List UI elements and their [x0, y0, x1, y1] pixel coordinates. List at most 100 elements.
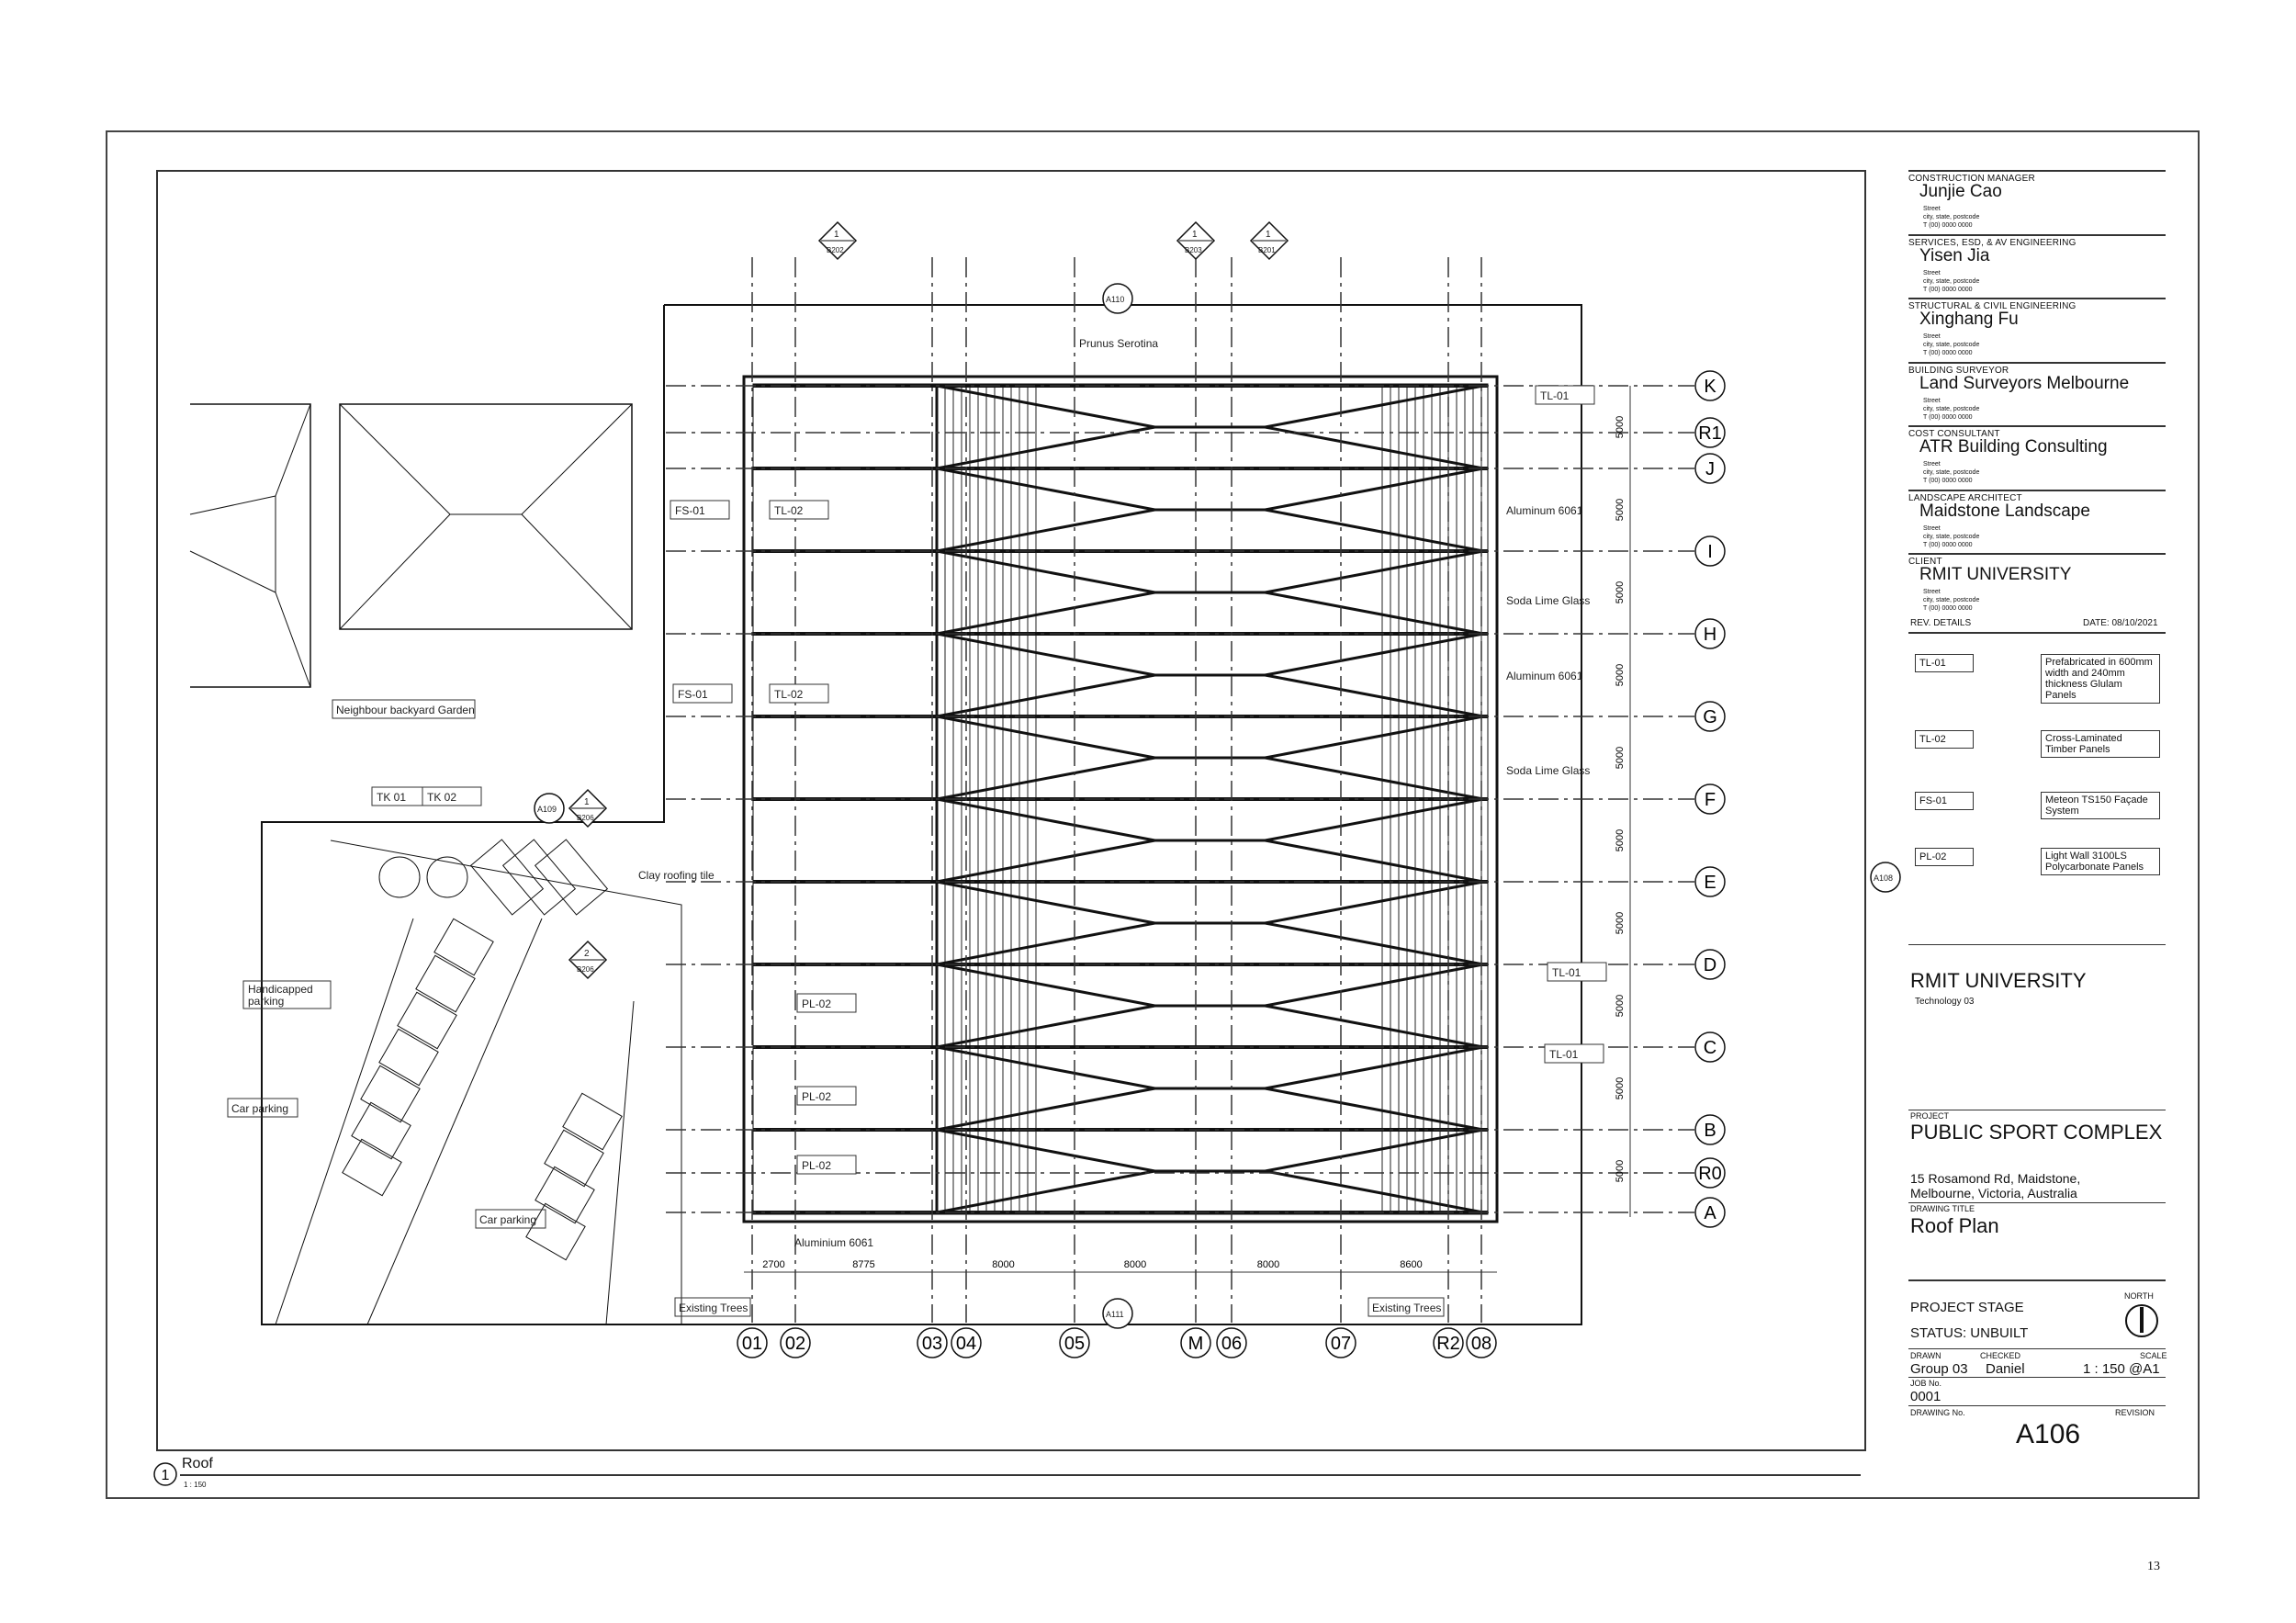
grid-bubble-row-F: F: [1694, 783, 1726, 815]
grid-bubble-col-01: 01: [737, 1327, 768, 1358]
grid-bubble-row-E: E: [1694, 866, 1726, 897]
svg-text:B203: B203: [1185, 246, 1202, 254]
consultant-phone: T (00) 0000 0000: [1923, 478, 1973, 484]
label-trees1: Existing Trees: [679, 1302, 748, 1314]
grid-row-label: D: [1704, 955, 1716, 975]
grid-bubble-row-A: A: [1694, 1197, 1726, 1228]
label-handicapped-1: Handicapped: [248, 983, 313, 996]
consultant-role: CLIENT: [1908, 553, 2166, 567]
svg-text:A111: A111: [1106, 1310, 1124, 1319]
grid-row-label: I: [1707, 542, 1713, 562]
view-number: 1: [162, 1468, 170, 1483]
consultant-role: LANDSCAPE ARCHITECT: [1908, 489, 2166, 503]
north-arrow-icon: [2125, 1304, 2158, 1337]
legend-code: TL-01: [1915, 654, 1974, 672]
consultant-phone: T (00) 0000 0000: [1923, 605, 1973, 612]
legend-desc: Cross-Laminated Timber Panels: [2041, 730, 2160, 758]
drawing-number: A106: [2016, 1419, 2081, 1449]
grid-bubble-row-D: D: [1694, 949, 1726, 980]
svg-text:TL-01: TL-01: [1549, 1048, 1579, 1061]
rev-label: REV. DETAILS: [1910, 618, 1972, 628]
consultant-street: Street: [1923, 589, 1941, 595]
legend-code: TL-02: [1915, 730, 1974, 749]
grid-row-label: A: [1704, 1203, 1716, 1223]
col-dimension: 8000: [992, 1259, 1014, 1270]
row-dimension: 5000: [1615, 995, 1626, 1017]
consultant-street: Street: [1923, 397, 1941, 404]
north-label: NORTH: [2124, 1291, 2154, 1301]
grid-bubble-col-06: 06: [1216, 1327, 1247, 1358]
consultant-city: city, state, postcode: [1923, 533, 1980, 540]
drawing-title: Roof Plan: [1910, 1214, 1999, 1237]
consultant-name: RMIT UNIVERSITY: [1919, 565, 2072, 584]
grid-bubble-row-R0: R0: [1694, 1157, 1726, 1189]
job-label: JOB No.: [1910, 1379, 1942, 1388]
drawn-label: DRAWN: [1910, 1351, 1941, 1360]
svg-text:FS-01: FS-01: [675, 504, 705, 517]
consultant-role: COST CONSULTANT: [1908, 425, 2166, 439]
grid-bubble-col-M: M: [1180, 1327, 1211, 1358]
svg-text:A109: A109: [537, 805, 557, 814]
page-number: 13: [2147, 1560, 2160, 1573]
consultant-street: Street: [1923, 461, 1941, 468]
stage-status: STATUS: UNBUILT: [1910, 1325, 2029, 1341]
scale-label: SCALE: [2140, 1351, 2167, 1360]
grid-bubble-col-03: 03: [917, 1327, 948, 1358]
svg-text:A108: A108: [1874, 873, 1893, 883]
grid-col-label: 01: [742, 1334, 762, 1354]
label-trees2: Existing Trees: [1372, 1302, 1441, 1314]
project-address-2: Melbourne, Victoria, Australia: [1910, 1186, 2077, 1200]
checked-label: CHECKED: [1980, 1351, 2021, 1360]
project-address-1: 15 Rosamond Rd, Maidstone,: [1910, 1171, 2081, 1186]
label-handicapped-2: parking: [248, 995, 284, 1008]
row-dimension: 5000: [1615, 416, 1626, 438]
consultant-phone: T (00) 0000 0000: [1923, 222, 1973, 229]
col-dimension: 8000: [1124, 1259, 1146, 1270]
legend-code: FS-01: [1915, 792, 1974, 810]
grid-row-label: E: [1704, 873, 1716, 893]
grid-row-label: R1: [1698, 423, 1722, 444]
consultant-street: Street: [1923, 524, 1941, 532]
consultant-city: city, state, postcode: [1923, 342, 1980, 348]
grid-row-label: B: [1704, 1121, 1716, 1141]
svg-text:B202: B202: [827, 246, 844, 254]
consultant-name: Land Surveyors Melbourne: [1919, 373, 2130, 393]
col-dimension: 8000: [1257, 1259, 1279, 1270]
svg-text:TL-02: TL-02: [774, 504, 804, 517]
svg-text:TK 02: TK 02: [427, 791, 456, 804]
revision-label: REVISION: [2115, 1408, 2155, 1417]
view-title: Roof: [182, 1456, 213, 1471]
grid-bubble-col-R2: R2: [1433, 1327, 1464, 1358]
grid-col-label: 04: [956, 1334, 976, 1354]
consultant-phone: T (00) 0000 0000: [1923, 350, 1973, 356]
grid-col-label: 03: [922, 1334, 942, 1354]
sheet-border: [106, 130, 2200, 1499]
grid-row-label: F: [1705, 790, 1716, 810]
svg-text:TL-02: TL-02: [774, 688, 804, 701]
consultant-role: STRUCTURAL & CIVIL ENGINEERING: [1908, 298, 2166, 311]
consultant-street: Street: [1923, 269, 1941, 276]
stage-label: PROJECT STAGE: [1910, 1300, 2024, 1315]
grid-bubble-col-08: 08: [1466, 1327, 1497, 1358]
view-scale: 1 : 150: [184, 1481, 207, 1489]
consultant-name: ATR Building Consulting: [1919, 437, 2108, 456]
legend-desc: Meteon TS150 Façade System: [2041, 792, 2160, 819]
grid-col-label: 05: [1064, 1334, 1085, 1354]
consultant-street: Street: [1923, 333, 1941, 340]
grid-bubble-row-K: K: [1694, 370, 1726, 401]
grid-row-label: C: [1704, 1038, 1716, 1058]
row-dimension: 5000: [1615, 1077, 1626, 1099]
drawn-value: Group 03: [1910, 1361, 1968, 1377]
svg-text:1: 1: [1192, 230, 1198, 240]
label-al3: Aluminium 6061: [794, 1236, 873, 1249]
svg-text:A110: A110: [1106, 295, 1124, 304]
consultant-phone: T (00) 0000 0000: [1923, 286, 1973, 293]
checked-value: Daniel: [1986, 1361, 2025, 1377]
grid-row-label: G: [1703, 707, 1717, 727]
grid-bubble-row-H: H: [1694, 618, 1726, 649]
grid-bubble-row-C: C: [1694, 1031, 1726, 1063]
tag-fs01b: FS-01: [672, 683, 733, 704]
